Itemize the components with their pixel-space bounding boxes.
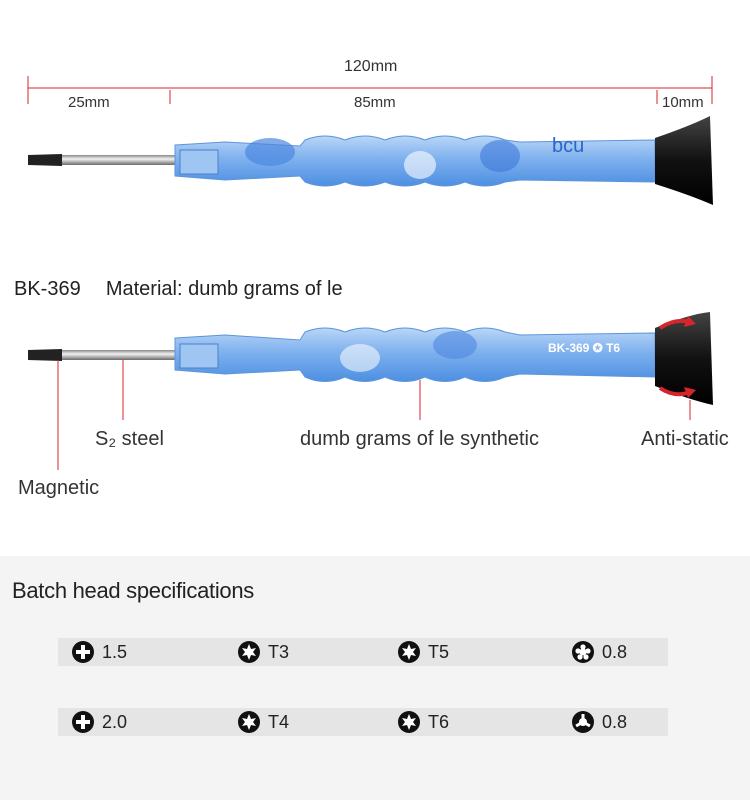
- material-description: Material: dumb grams of le: [105, 278, 343, 300]
- dimension-cap: 10mm: [662, 94, 704, 111]
- callout-anti-static: Anti-static: [641, 428, 729, 450]
- spec-label: T3: [268, 641, 290, 662]
- spec-cell: T5: [398, 638, 449, 666]
- dimension-tip: 25mm: [68, 94, 110, 111]
- spec-cell: T6: [398, 708, 449, 736]
- dimension-handle: 85mm: [354, 94, 396, 111]
- spec-cell: T4: [238, 708, 289, 736]
- torx-icon: [238, 711, 260, 733]
- phillips-icon: [72, 711, 94, 733]
- handle-logo: bcu: [552, 135, 584, 157]
- spec-cell: 0.8: [572, 638, 627, 666]
- callout-lines: [57, 360, 691, 470]
- dimension-total: 120mm: [344, 58, 398, 75]
- model-number: BK-369: [14, 278, 81, 300]
- spec-cell: 2.0: [72, 708, 127, 736]
- specifications-panel: [0, 556, 750, 800]
- torx-icon: [238, 641, 260, 663]
- specifications-title: Batch head specifications: [12, 578, 254, 603]
- callout-steel: S₂ steel: [95, 428, 164, 450]
- torx-icon: [398, 641, 420, 663]
- spec-label: T5: [428, 641, 450, 662]
- spec-label: 0.8: [602, 641, 628, 662]
- spec-label: T4: [268, 711, 290, 732]
- spec-cell: T3: [238, 638, 289, 666]
- spec-label: 2.0: [102, 711, 128, 732]
- phillips-icon: [72, 641, 94, 663]
- spec-label: T6: [428, 711, 450, 732]
- callout-magnetic: Magnetic: [18, 477, 100, 499]
- product-subtitle: BK-369 Material: dumb grams of le: [14, 278, 343, 301]
- spec-label: 1.5: [102, 641, 128, 662]
- tri-wing-icon: [572, 711, 594, 733]
- spec-label: 0.8: [602, 711, 628, 732]
- spec-cell: 0.8: [572, 708, 627, 736]
- screwdriver-illustration-bottom: BK-369 ✪ T6: [28, 312, 713, 405]
- torx-icon: [398, 711, 420, 733]
- handle-print: BK-369 ✪ T6: [548, 341, 620, 355]
- spec-row: 2.0 T4 T6 0.8: [58, 708, 668, 736]
- pentalobe-icon: [572, 641, 594, 663]
- callout-handle-material: dumb grams of le synthetic: [300, 428, 539, 450]
- screwdriver-illustration-top: bcu: [28, 116, 713, 205]
- spec-cell: 1.5: [72, 638, 127, 666]
- dimension-lines: [27, 76, 713, 104]
- spec-row: 1.5 T3 T5 0.8: [58, 638, 668, 666]
